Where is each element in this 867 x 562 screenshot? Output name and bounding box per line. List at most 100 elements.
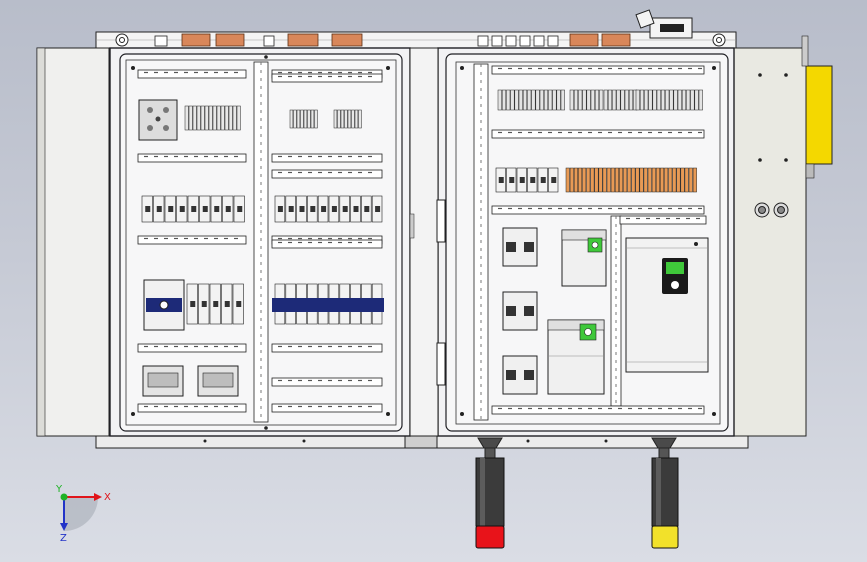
wire-duct — [271, 403, 383, 413]
transformer-1 — [142, 365, 184, 397]
terminal-block — [192, 105, 197, 131]
terminal-block — [347, 109, 352, 129]
contactor-2 — [502, 291, 538, 331]
breaker-toggle — [179, 206, 185, 212]
wire-duct — [137, 235, 247, 245]
breaker-toggle — [353, 206, 359, 212]
y-axis-point — [60, 493, 68, 501]
breaker-toggle — [201, 301, 207, 307]
circuit-breaker — [221, 283, 233, 325]
breaker-toggle — [213, 301, 219, 307]
terminal-block — [652, 89, 657, 111]
transformer-2 — [197, 365, 239, 397]
terminal-block — [647, 167, 652, 193]
wire-duct — [271, 239, 383, 249]
y-axis-label: Y — [55, 484, 63, 495]
wire-duct — [271, 343, 383, 353]
terminal-block — [688, 167, 693, 193]
terminal-block — [518, 89, 523, 111]
terminal-block — [680, 167, 685, 193]
circuit-breaker — [141, 195, 153, 223]
left-side-panel — [36, 47, 110, 437]
terminal-block — [539, 89, 544, 111]
wire-duct — [271, 169, 383, 179]
terminal-block — [612, 89, 617, 111]
terminal-block — [660, 89, 666, 111]
terminal-block — [616, 89, 621, 111]
terminal-block — [639, 167, 644, 193]
terminal-block — [628, 89, 634, 111]
wire-duct — [271, 153, 383, 163]
terminal-block — [184, 105, 189, 131]
breaker-toggle — [225, 206, 231, 212]
right-side-panel — [733, 47, 807, 437]
circuit-breaker — [222, 195, 234, 223]
terminal-block — [603, 89, 608, 111]
terminal-block — [651, 167, 656, 193]
terminal-block — [673, 89, 678, 111]
terminal-block — [590, 89, 595, 111]
terminal-block — [569, 167, 574, 193]
door-hinges — [409, 47, 446, 437]
terminal-block — [204, 105, 209, 131]
terminal-block — [586, 167, 591, 193]
circuit-breaker — [548, 167, 559, 193]
terminal-block — [296, 109, 301, 129]
red-stack-light — [475, 437, 505, 549]
terminal-block — [586, 89, 591, 111]
terminal-block — [676, 167, 681, 193]
terminal-block — [578, 167, 583, 193]
terminal-block — [228, 105, 233, 131]
terminal-block — [337, 109, 341, 129]
small-glands — [154, 35, 559, 47]
circuit-breaker — [328, 195, 340, 223]
terminal-block — [188, 105, 193, 131]
wire-duct — [619, 215, 707, 225]
terminal-block — [289, 109, 294, 129]
terminal-block — [358, 109, 362, 129]
terminal-block — [607, 89, 613, 111]
circuit-breaker — [339, 195, 350, 223]
circuit-breaker — [164, 195, 176, 223]
side-gland-left — [754, 202, 770, 218]
breaker-toggle — [519, 177, 525, 183]
terminal-block — [664, 167, 669, 193]
breaker-toggle — [321, 206, 327, 212]
terminal-block — [614, 167, 619, 193]
lifting-eye-left — [115, 33, 129, 47]
left-door-components — [138, 99, 384, 397]
circuit-breaker — [537, 167, 548, 193]
terminal-block — [594, 89, 600, 111]
terminal-block — [698, 89, 703, 111]
breaker-toggle — [364, 206, 370, 212]
terminal-block — [535, 89, 540, 111]
terminal-block — [610, 167, 615, 193]
terminal-block — [655, 167, 660, 193]
circuit-breaker — [516, 167, 527, 193]
wire-duct — [271, 73, 383, 83]
breaker-toggle — [299, 206, 305, 212]
z-axis-label: Z — [60, 533, 67, 544]
terminal-block — [644, 89, 649, 111]
wire-duct — [491, 405, 705, 415]
circuit-breaker — [186, 283, 198, 325]
terminal-block — [220, 105, 225, 131]
terminal-block — [552, 89, 557, 111]
terminal-block — [627, 167, 632, 193]
terminal-block — [344, 109, 348, 129]
circuit-breaker — [317, 195, 329, 223]
circuit-breaker — [199, 195, 211, 223]
breaker-toggle — [236, 301, 242, 307]
terminal-block — [556, 89, 561, 111]
terminal-block — [686, 89, 691, 111]
circuit-breaker — [371, 195, 383, 223]
circuit-breaker — [233, 195, 245, 223]
terminal-block — [514, 89, 519, 111]
x-axis-label: X — [104, 492, 111, 503]
terminal-block — [216, 105, 221, 131]
terminal-block — [619, 167, 624, 193]
wire-duct — [271, 377, 383, 387]
terminal-block — [303, 109, 308, 129]
terminal-block — [669, 89, 674, 111]
terminal-block — [656, 89, 661, 111]
